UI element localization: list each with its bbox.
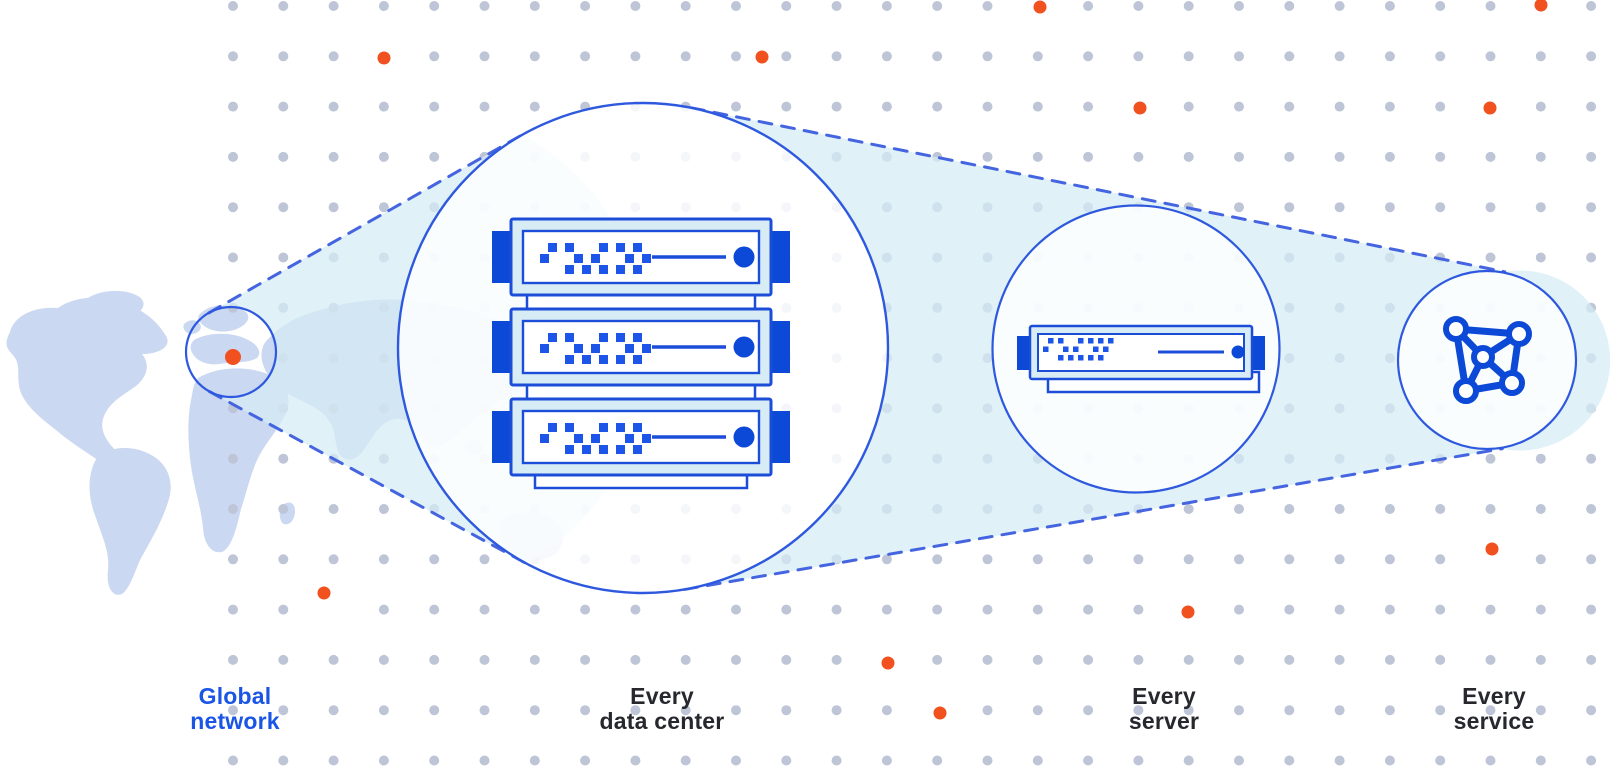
label-line: Global	[198, 683, 272, 709]
accent-dot	[1181, 605, 1195, 619]
label-every-service: Every service	[1454, 684, 1535, 734]
accent-dot	[377, 51, 391, 65]
label-line: network	[190, 708, 280, 734]
graph-node	[1471, 345, 1495, 369]
graph-node	[1499, 370, 1525, 396]
graph-node	[1443, 316, 1469, 342]
label-line: Every	[1132, 683, 1196, 709]
label-line: server	[1128, 708, 1200, 734]
accent-dot	[1133, 101, 1147, 115]
zoom-guide-dashed-line	[207, 133, 524, 315]
zoom-guide-dashed-line	[683, 447, 1504, 591]
zoom-guide-dashed-line	[208, 390, 528, 565]
graph-node	[1506, 321, 1532, 347]
network-graph-icon	[1443, 316, 1532, 404]
graph-node	[1453, 378, 1479, 404]
location-marker-dot	[225, 349, 241, 365]
map-focus-ring	[184, 305, 278, 399]
zoom-guide-dashed-line	[689, 106, 1507, 274]
label-every-data-center: Every data center	[600, 684, 725, 734]
accent-dot	[1534, 0, 1548, 12]
accent-dot	[755, 50, 769, 64]
accent-dot	[1483, 101, 1497, 115]
accent-dot	[1485, 542, 1499, 556]
server-icon	[1017, 324, 1265, 394]
accent-dot	[1033, 0, 1047, 14]
label-line: Every	[630, 683, 694, 709]
accent-dot	[317, 586, 331, 600]
label-line: data center	[599, 708, 725, 734]
accent-dot	[933, 706, 947, 720]
label-line: Every	[1462, 683, 1526, 709]
server-rack-icon	[492, 217, 790, 490]
label-every-server: Every server	[1129, 684, 1199, 734]
label-line: service	[1453, 708, 1535, 734]
label-global-network: Global network	[190, 684, 280, 734]
accent-dot	[881, 656, 895, 670]
